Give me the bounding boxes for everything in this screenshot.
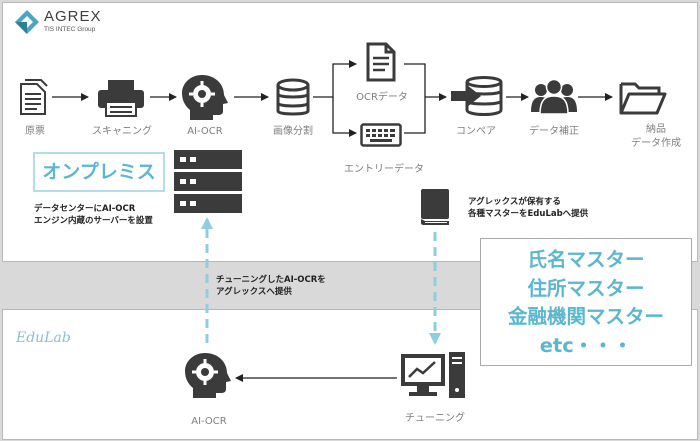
brand-subtitle: TIS INTEC Group [44,26,96,33]
label-tuning: チューニング [405,413,465,424]
label-ocr-data: OCRデータ [356,92,408,103]
master-item-etc: etc・・・ [539,333,633,357]
label-delivery-line1: 納品 [646,124,666,135]
masters-note-line2: 各種マスターをEduLabへ提供 [468,209,589,219]
arrow-split-to-entry [332,97,357,137]
agrex-logo-icon [15,10,39,34]
label-data-correction: データ補正 [529,126,579,137]
keyboard-icon [360,123,402,147]
folder-icon [619,82,667,115]
arrow-split-to-ocrdata [313,60,357,98]
scanner-icon [98,80,144,117]
label-entry-data: エントリーデータ [344,164,424,175]
ocr-data-document-icon [366,42,396,82]
computer-chart-icon [401,352,465,398]
server-icon [174,150,242,213]
database-icon [276,78,310,116]
document-icon [20,79,48,115]
label-source-doc: 原票 [25,126,45,137]
ai-head-icon [182,75,228,120]
book-icon [421,189,449,225]
label-ai-ocr-top: AI-OCR [187,126,223,137]
ai-head-icon-bottom [185,353,231,398]
onpremise-label: オンプレミス [33,152,165,192]
tuning-note-line1: チューニングしたAI-OCRを [216,275,326,285]
master-item-bank: 金融機関マスター [507,305,664,328]
label-delivery-line2: データ作成 [631,138,681,149]
master-item-name: 氏名マスター [527,248,645,271]
brand-name: AGREX [44,8,102,25]
label-scanning: スキャニング [92,126,152,137]
people-icon [531,78,577,114]
label-ai-ocr-bottom: AI-OCR [191,416,227,427]
masters-box: 氏名マスター 住所マスター 金融機関マスター etc・・・ [480,238,692,366]
label-compare: コンペア [456,126,496,137]
onpremise-note-line2: エンジン内蔵のサーバーを設置 [34,216,153,226]
merge-bracket [404,63,426,134]
compare-icon [451,76,503,116]
master-item-address: 住所マスター [527,276,645,300]
onpremise-note-line1: データセンターにAI-OCR [34,204,136,214]
edulab-logo: EduLab [16,330,71,346]
tuning-note-line2: アグレックスへ提供 [216,287,292,297]
masters-note-line1: アグレックスが保有する [468,197,561,207]
label-image-split: 画像分割 [273,126,313,137]
